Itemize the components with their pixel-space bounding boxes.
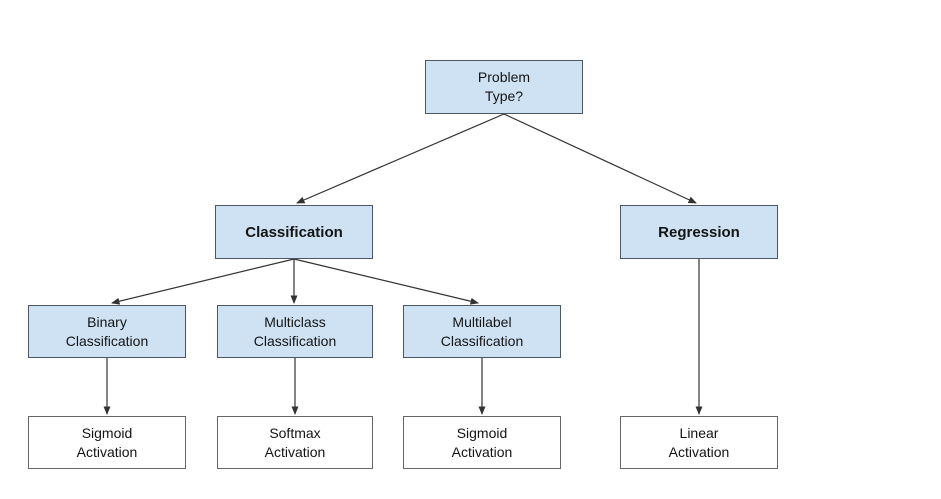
node-linear-activation: Linear Activation — [620, 416, 778, 469]
node-softmax-activation: Softmax Activation — [217, 416, 373, 469]
node-binary-classification: Binary Classification — [28, 305, 186, 358]
edge-problem-to-classification — [296, 113, 505, 204]
node-sigmoid-activation-multilabel: Sigmoid Activation — [403, 416, 561, 469]
edge-problem-to-regression — [503, 113, 697, 204]
node-multiclass-classification: Multiclass Classification — [217, 305, 373, 358]
edge-classification-to-binary — [111, 258, 295, 305]
node-sigmoid-activation-binary: Sigmoid Activation — [28, 416, 186, 469]
node-multilabel-classification: Multilabel Classification — [403, 305, 561, 358]
node-problem-type: Problem Type? — [425, 60, 583, 114]
edge-classification-to-multilabel — [293, 258, 479, 305]
node-classification: Classification — [215, 205, 373, 259]
node-regression: Regression — [620, 205, 778, 259]
